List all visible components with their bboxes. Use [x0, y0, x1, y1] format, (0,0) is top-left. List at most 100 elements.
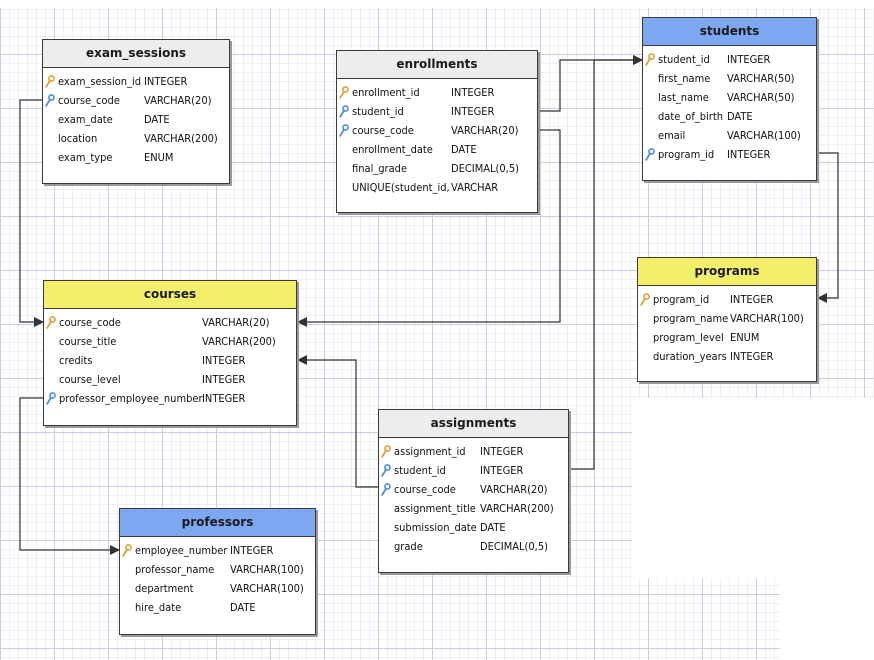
field-name: submission_date	[394, 521, 477, 534]
field-name: professor_name	[135, 563, 215, 576]
table-title: professors	[120, 509, 315, 537]
field-type: DECIMAL(0,5)	[451, 162, 519, 175]
link-assignments-courses[interactable]	[297, 355, 378, 488]
primary-key-icon	[45, 75, 55, 88]
field-name: course_level	[59, 373, 121, 386]
field-name: assignment_id	[394, 445, 466, 458]
table-title: courses	[44, 281, 296, 309]
field-row[interactable]: course_level INTEGER	[44, 370, 296, 389]
field-name: hire_date	[135, 601, 182, 614]
field-type: ENUM	[730, 331, 760, 344]
foreign-key-icon	[339, 105, 349, 118]
foreign-key-icon	[46, 392, 56, 405]
table-title: enrollments	[337, 51, 537, 79]
field-type: VARCHAR(50)	[727, 91, 795, 104]
field-name: duration_years	[653, 350, 727, 363]
field-type: INTEGER	[730, 350, 774, 363]
field-row[interactable]: UNIQUE(student_id,VARCHAR	[337, 178, 537, 197]
field-name: course_title	[59, 335, 117, 348]
field-type: DECIMAL(0,5)	[480, 540, 548, 553]
foreign-key-icon	[45, 94, 55, 107]
field-type: INTEGER	[144, 75, 188, 88]
link-courses-professors[interactable]	[19, 397, 120, 555]
field-name: course_code	[394, 483, 456, 496]
link-enrollments-courses[interactable]	[297, 129, 561, 327]
field-name: enrollment_date	[352, 143, 433, 156]
field-type: VARCHAR(200)	[202, 335, 276, 348]
field-name: course_code	[352, 124, 414, 137]
field-type: INTEGER	[730, 293, 774, 306]
field-row[interactable]: course_code VARCHAR(20)	[337, 121, 537, 140]
field-name: last_name	[658, 91, 709, 104]
field-type: VARCHAR(20)	[144, 94, 212, 107]
field-type: ENUM	[144, 151, 174, 164]
field-type: INTEGER	[202, 392, 246, 405]
field-name: student_id	[394, 464, 446, 477]
field-type: VARCHAR(100)	[230, 582, 304, 595]
field-name: employee_number	[135, 544, 228, 557]
field-name: exam_session_id	[58, 75, 142, 88]
link-assignments-students[interactable]	[568, 55, 643, 470]
foreign-key-icon	[381, 464, 391, 477]
field-type: INTEGER	[202, 373, 246, 386]
field-name: course_code	[58, 94, 120, 107]
link-exam-sessions-courses[interactable]	[19, 99, 44, 327]
primary-key-icon	[640, 293, 650, 306]
field-type: INTEGER	[451, 86, 495, 99]
table-title: students	[643, 18, 816, 46]
field-name: date_of_birth	[658, 110, 723, 123]
link-students-programs[interactable]	[816, 152, 839, 303]
field-row[interactable]: course_code VARCHAR(20)	[43, 91, 229, 110]
field-row[interactable]: last_name VARCHAR(50)	[643, 88, 816, 107]
field-row[interactable]: course_title VARCHAR(200)	[44, 332, 296, 351]
field-type: VARCHAR(50)	[727, 72, 795, 85]
field-type: VARCHAR(20)	[451, 124, 519, 137]
field-type: VARCHAR(200)	[480, 502, 554, 515]
foreign-key-icon	[645, 148, 655, 161]
foreign-key-icon	[339, 124, 349, 137]
link-enrollments-students[interactable]	[537, 55, 643, 112]
field-name: student_id	[658, 53, 710, 66]
primary-key-icon	[645, 53, 655, 66]
field-name: program_id	[658, 148, 715, 161]
